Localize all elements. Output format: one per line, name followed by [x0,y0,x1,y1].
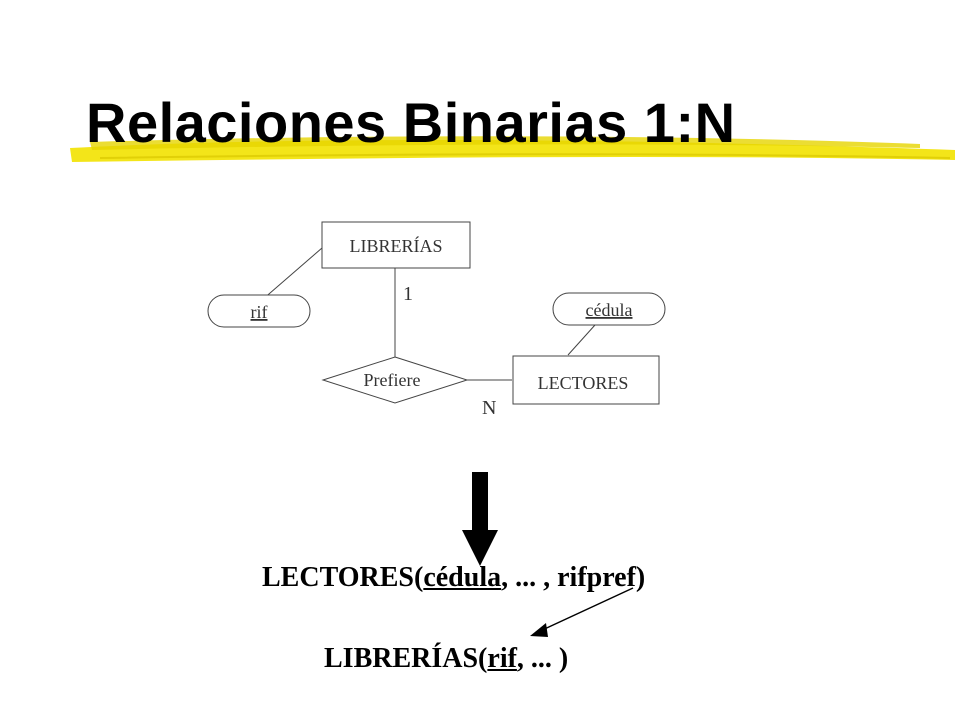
librerias-schema: LIBRERÍAS(rif, ... ) [324,643,568,675]
cedula-attribute-oval [552,292,666,326]
rif-attribute-oval [207,294,311,328]
librerias-entity-label: LIBRERÍAS [349,235,442,256]
foreign-key-arrow-icon [530,587,634,637]
cardinality-n-label: N [482,397,496,419]
librerias-schema-name: LIBRERÍAS( [324,643,488,674]
lectores-schema-rest: , ... , rifpref) [501,562,646,593]
highlighter-stroke [70,136,955,162]
librerias-schema-key: rif [487,643,517,674]
rif-connector-line [261,247,323,301]
lectores-entity-box [512,355,660,405]
page-title: Relaciones Binarias 1:N [86,91,736,154]
librerias-schema-rest: , ... ) [516,643,569,674]
rif-attribute-label: rif [251,302,268,322]
librerias-entity-box [321,221,471,269]
cedula-connector-line [567,324,596,356]
prefiere-relationship-diamond [321,356,469,404]
cedula-attribute-label: cédula [586,300,633,320]
lectores-schema-name: LECTORES( [262,562,424,593]
down-arrow-icon [462,472,498,566]
lectores-schema-key: cédula [423,562,502,593]
cardinality-one-label: 1 [403,283,413,305]
lectores-schema: LECTORES(cédula, ... , rifpref) [262,562,645,594]
prefiere-relationship-label: Prefiere [364,370,421,390]
lectores-entity-label: LECTORES [538,373,629,393]
